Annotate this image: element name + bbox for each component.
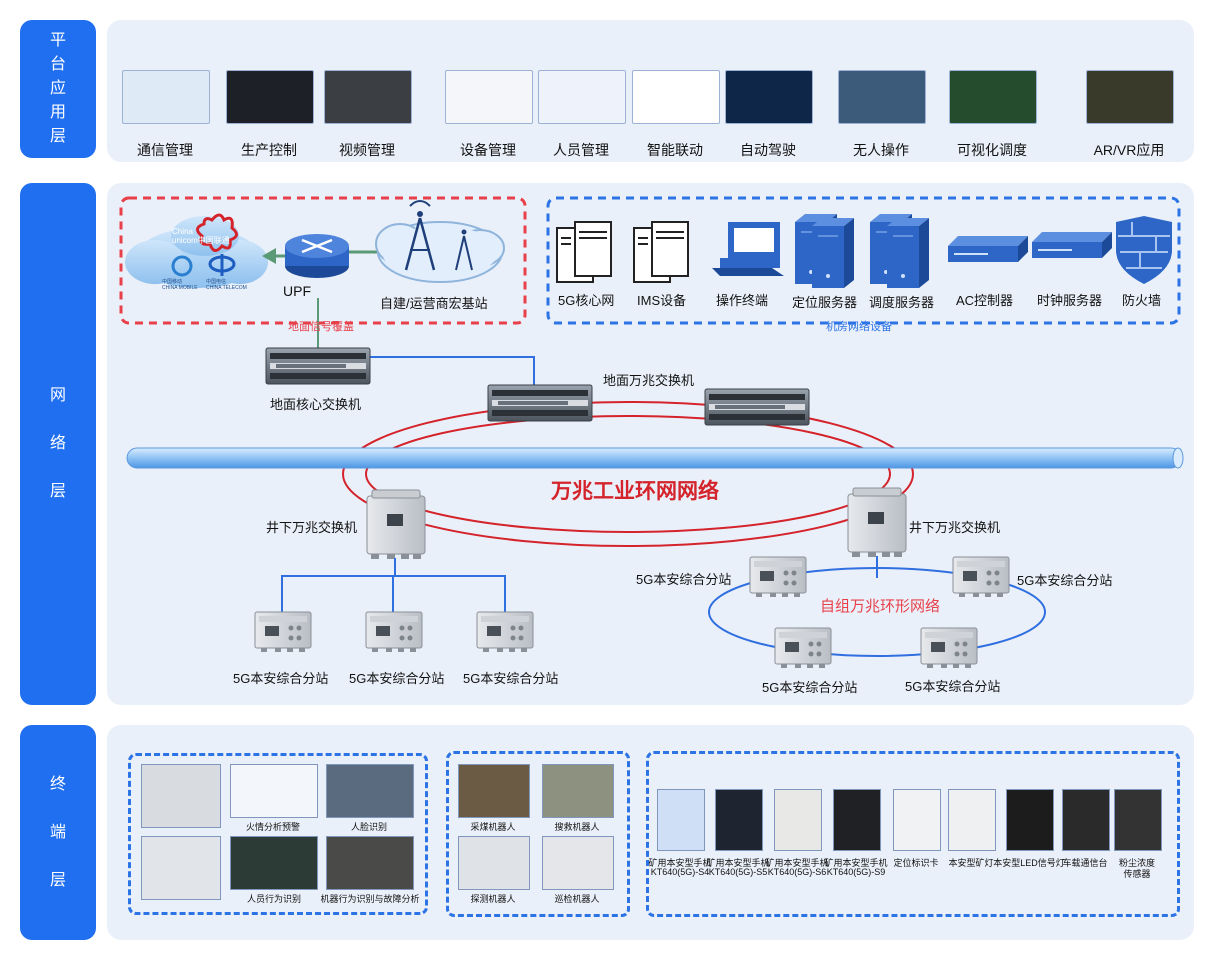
layer-tab-terminal-label: 终 端 层 bbox=[49, 775, 66, 889]
ar-vr-thumbnail-icon[interactable] bbox=[1086, 70, 1174, 124]
video-item-label: 人员行为识别 bbox=[246, 894, 301, 904]
device-label-line1: 本安型LED信号灯 bbox=[993, 858, 1065, 868]
autonomous-driving-thumbnail-icon[interactable] bbox=[725, 70, 813, 124]
substation-label: 5G本安综合分站 bbox=[463, 671, 559, 686]
carrier-mobile-text: 中国移动 CHINA MOBILE bbox=[162, 279, 198, 291]
led-signal-light-photo-icon[interactable] bbox=[1006, 789, 1054, 851]
substation-label: 5G本安综合分站 bbox=[349, 671, 445, 686]
personnel-thumbnail-icon[interactable] bbox=[538, 70, 626, 124]
layer-tab-network: 网 络 层 bbox=[20, 183, 96, 705]
app-label: 视频管理 bbox=[339, 142, 395, 158]
machine-room-item-label: 防火墙 bbox=[1122, 293, 1162, 308]
machine-room-item-label: 5G核心网 bbox=[558, 293, 615, 308]
carrier-telecom-text: 中国电信 CHINA TELECOM bbox=[206, 279, 247, 291]
ground-core-switch-label: 地面核心交换机 bbox=[270, 397, 362, 412]
machine-room-item-label: 时钟服务器 bbox=[1037, 293, 1103, 308]
machine-room-item-label: 操作终端 bbox=[716, 293, 769, 308]
phone-s4-photo-icon[interactable] bbox=[657, 789, 705, 851]
device-label-line1: 矿用本安型手机 bbox=[648, 858, 712, 868]
device-label-line1: 矿用本安型手机 bbox=[824, 858, 888, 868]
base-station-label: 自建/运营商宏基站 bbox=[380, 296, 488, 311]
device-label-line2: 传感器 bbox=[1123, 869, 1151, 879]
vehicle-radio-photo-icon[interactable] bbox=[1062, 789, 1110, 851]
robot-item-label: 采煤机器人 bbox=[470, 822, 516, 832]
device-label-line2: KT640(5G)-S9 bbox=[826, 867, 886, 877]
device-label-line2: KT640(5G)-S6 bbox=[767, 867, 827, 877]
linkage-thumbnail-icon[interactable] bbox=[632, 70, 720, 124]
visual-dispatch-thumbnail-icon[interactable] bbox=[949, 70, 1037, 124]
machine-room-label: 机房网络设备 bbox=[826, 321, 892, 333]
substation-label: 5G本安综合分站 bbox=[905, 679, 1001, 694]
device-label-line1: 车载通信台 bbox=[1062, 858, 1108, 868]
platform-panel: 通信管理 生产控制 视频管理 设备管理 人员管理 智能联动 自动驾驶 无人操作 可视化调度 AR/… bbox=[107, 20, 1194, 162]
fire-analysis-screenshot-icon[interactable] bbox=[230, 764, 318, 818]
app-label: 可视化调度 bbox=[957, 142, 1027, 158]
device-label-line2: KT640(5G)-S4 bbox=[650, 867, 710, 877]
communication-thumbnail-icon[interactable] bbox=[122, 70, 210, 124]
layer-tab-platform-label: 平 台 应 用 层 bbox=[49, 32, 66, 145]
app-label: 自动驾驶 bbox=[740, 142, 796, 158]
app-label: AR/VR应用 bbox=[1093, 142, 1165, 158]
phone-s5-photo-icon[interactable] bbox=[715, 789, 763, 851]
substation-label: 5G本安综合分站 bbox=[1017, 573, 1113, 588]
device-label-line1: 矿用本安型手机 bbox=[706, 858, 770, 868]
phone-s6-photo-icon[interactable] bbox=[774, 789, 822, 851]
robot-item-label: 探测机器人 bbox=[470, 894, 516, 904]
device-group bbox=[646, 751, 1180, 917]
ground-10g-switch-label: 地面万兆交换机 bbox=[603, 373, 695, 388]
camera-photo-icon[interactable] bbox=[141, 836, 221, 900]
coal-mining-robot-photo-icon[interactable] bbox=[458, 764, 530, 818]
app-label: 生产控制 bbox=[241, 142, 297, 158]
face-recognition-screenshot-icon[interactable] bbox=[326, 764, 414, 818]
machine-room-item-label: IMS设备 bbox=[637, 293, 687, 308]
device-label-line1: 矿用本安型手机 bbox=[765, 858, 829, 868]
device-label-line2: KT640(5G)-S5 bbox=[708, 867, 768, 877]
equipment-thumbnail-icon[interactable] bbox=[445, 70, 533, 124]
video-item-label: 机器行为识别与故障分析 bbox=[320, 894, 420, 904]
network-panel bbox=[107, 183, 1194, 705]
video-item-label: 火情分析预警 bbox=[245, 822, 300, 832]
machine-room-item-label: 定位服务器 bbox=[792, 295, 858, 310]
detection-robot-photo-icon[interactable] bbox=[458, 836, 530, 890]
substation-label: 5G本安综合分站 bbox=[636, 572, 732, 587]
upf-label: UPF bbox=[283, 283, 311, 299]
machine-analysis-photo-icon[interactable] bbox=[326, 836, 414, 890]
carrier-unicom-text: China unicom中国联通 bbox=[172, 227, 230, 245]
layer-tab-platform: 平 台 应 用 层 bbox=[20, 20, 96, 158]
robot-item-label: 搜救机器人 bbox=[554, 822, 600, 832]
machine-room-item-label: AC控制器 bbox=[956, 293, 1014, 308]
rescue-robot-photo-icon[interactable] bbox=[542, 764, 614, 818]
app-label: 人员管理 bbox=[553, 142, 609, 158]
underground-switch-left-label: 井下万兆交换机 bbox=[266, 520, 358, 535]
ground-signal-label: 地面信号覆盖 bbox=[288, 321, 354, 333]
positioning-card-photo-icon[interactable] bbox=[893, 789, 941, 851]
phone-s9-photo-icon[interactable] bbox=[833, 789, 881, 851]
behavior-recognition-photo-icon[interactable] bbox=[230, 836, 318, 890]
robot-group bbox=[446, 751, 630, 917]
substation-label: 5G本安综合分站 bbox=[762, 680, 858, 695]
machine-room-item-label: 调度服务器 bbox=[869, 295, 935, 310]
production-control-thumbnail-icon[interactable] bbox=[226, 70, 314, 124]
dust-sensor-photo-icon[interactable] bbox=[1114, 789, 1162, 851]
substation-label: 5G本安综合分站 bbox=[233, 671, 329, 686]
layer-tab-terminal: 终 端 层 bbox=[20, 725, 96, 940]
app-label: 无人操作 bbox=[853, 142, 909, 158]
video-item-label: 人脸识别 bbox=[350, 822, 387, 832]
mining-lamp-photo-icon[interactable] bbox=[948, 789, 996, 851]
video-thumbnail-icon[interactable] bbox=[324, 70, 412, 124]
device-label-line1: 定位标识卡 bbox=[893, 858, 939, 868]
inspection-robot-photo-icon[interactable] bbox=[542, 836, 614, 890]
device-label-line1: 粉尘浓度 bbox=[1118, 858, 1155, 868]
app-label: 设备管理 bbox=[460, 142, 516, 158]
app-label: 智能联动 bbox=[647, 142, 703, 158]
video-analytics-group bbox=[128, 753, 428, 915]
unmanned-operation-thumbnail-icon[interactable] bbox=[838, 70, 926, 124]
explosion-proof-box-photo-icon[interactable] bbox=[141, 764, 221, 828]
device-label-line1: 本安型矿灯 bbox=[948, 858, 994, 868]
robot-item-label: 巡检机器人 bbox=[554, 894, 600, 904]
layer-tab-network-label: 网 络 层 bbox=[49, 387, 66, 500]
app-label: 通信管理 bbox=[137, 142, 193, 158]
underground-switch-right-label: 井下万兆交换机 bbox=[909, 520, 1001, 535]
